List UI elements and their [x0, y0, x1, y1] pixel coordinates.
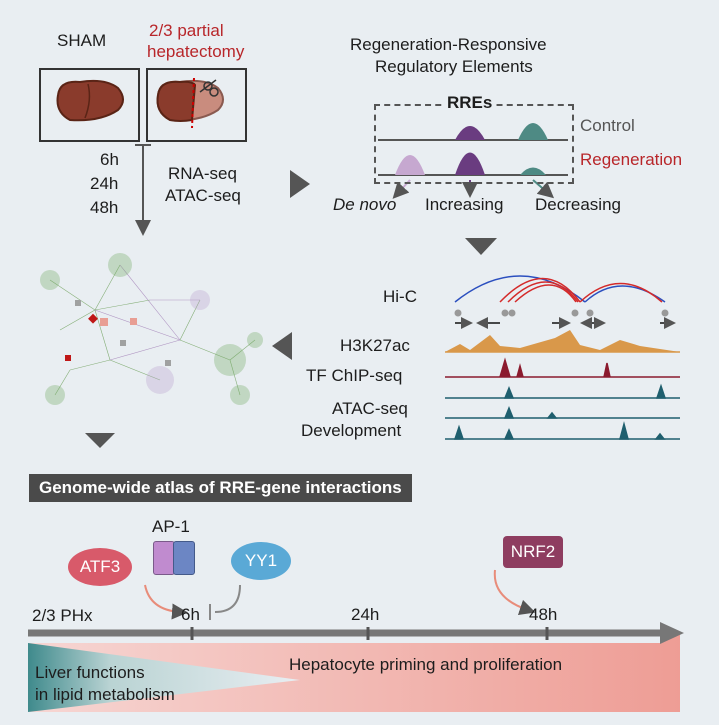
hepatectomy-label-1: 2/3 partial [149, 21, 224, 40]
rres-label: RREs [443, 93, 497, 113]
atf3-badge: ATF3 [68, 548, 132, 586]
arrow-right-icon [290, 170, 310, 198]
liver-functions-2: in lipid metabolism [35, 685, 175, 704]
yy1-badge: YY1 [231, 542, 291, 580]
arrow-down-icon [465, 238, 497, 255]
hepatectomy-label-2: hepatectomy [147, 42, 245, 61]
rre-title-1: Regeneration-Responsive [350, 35, 547, 54]
hepatectomy-box [146, 68, 247, 142]
arrow-left-icon [272, 332, 292, 360]
phx-start-label: 2/3 PHx [32, 606, 93, 625]
tick-6h-label: 6h [181, 605, 200, 624]
network-graph [40, 253, 263, 405]
increasing-label: Increasing [425, 195, 504, 214]
arrow-down-icon [85, 433, 115, 448]
ap1-label: AP-1 [152, 517, 190, 536]
timepoint-48h: 48h [90, 198, 119, 217]
rre-box [374, 104, 574, 184]
tick-48h-label: 48h [529, 605, 558, 624]
rre-title-2: Regulatory Elements [375, 57, 533, 76]
hic-label: Hi-C [383, 287, 417, 306]
atac-track-label: ATAC-seq [332, 399, 408, 418]
timepoint-24h: 24h [90, 174, 119, 193]
hepatectomy-liver-icon [156, 77, 224, 129]
atlas-banner: Genome-wide atlas of RRE-gene interactio… [29, 474, 412, 502]
ap1-left-subunit [153, 541, 175, 575]
ap1-right-subunit [173, 541, 195, 575]
atac-seq-label: ATAC-seq [165, 186, 241, 205]
sham-box [39, 68, 140, 142]
sham-liver-icon [56, 79, 124, 122]
h3k27ac-label: H3K27ac [340, 336, 410, 355]
sham-label: SHAM [57, 31, 107, 50]
nrf2-badge: NRF2 [503, 536, 563, 568]
rna-seq-label: RNA-seq [168, 164, 237, 183]
tick-24h-label: 24h [351, 605, 380, 624]
regeneration-label: Regeneration [580, 150, 683, 169]
development-label: Development [301, 421, 402, 440]
de-novo-label: De novo [333, 195, 397, 214]
tf-chip-label: TF ChIP-seq [306, 366, 403, 385]
decreasing-label: Decreasing [535, 195, 621, 214]
control-label: Control [580, 116, 635, 135]
liver-functions-1: Liver functions [35, 663, 145, 682]
timepoint-6h: 6h [100, 150, 119, 169]
priming-label: Hepatocyte priming and proliferation [289, 655, 563, 674]
